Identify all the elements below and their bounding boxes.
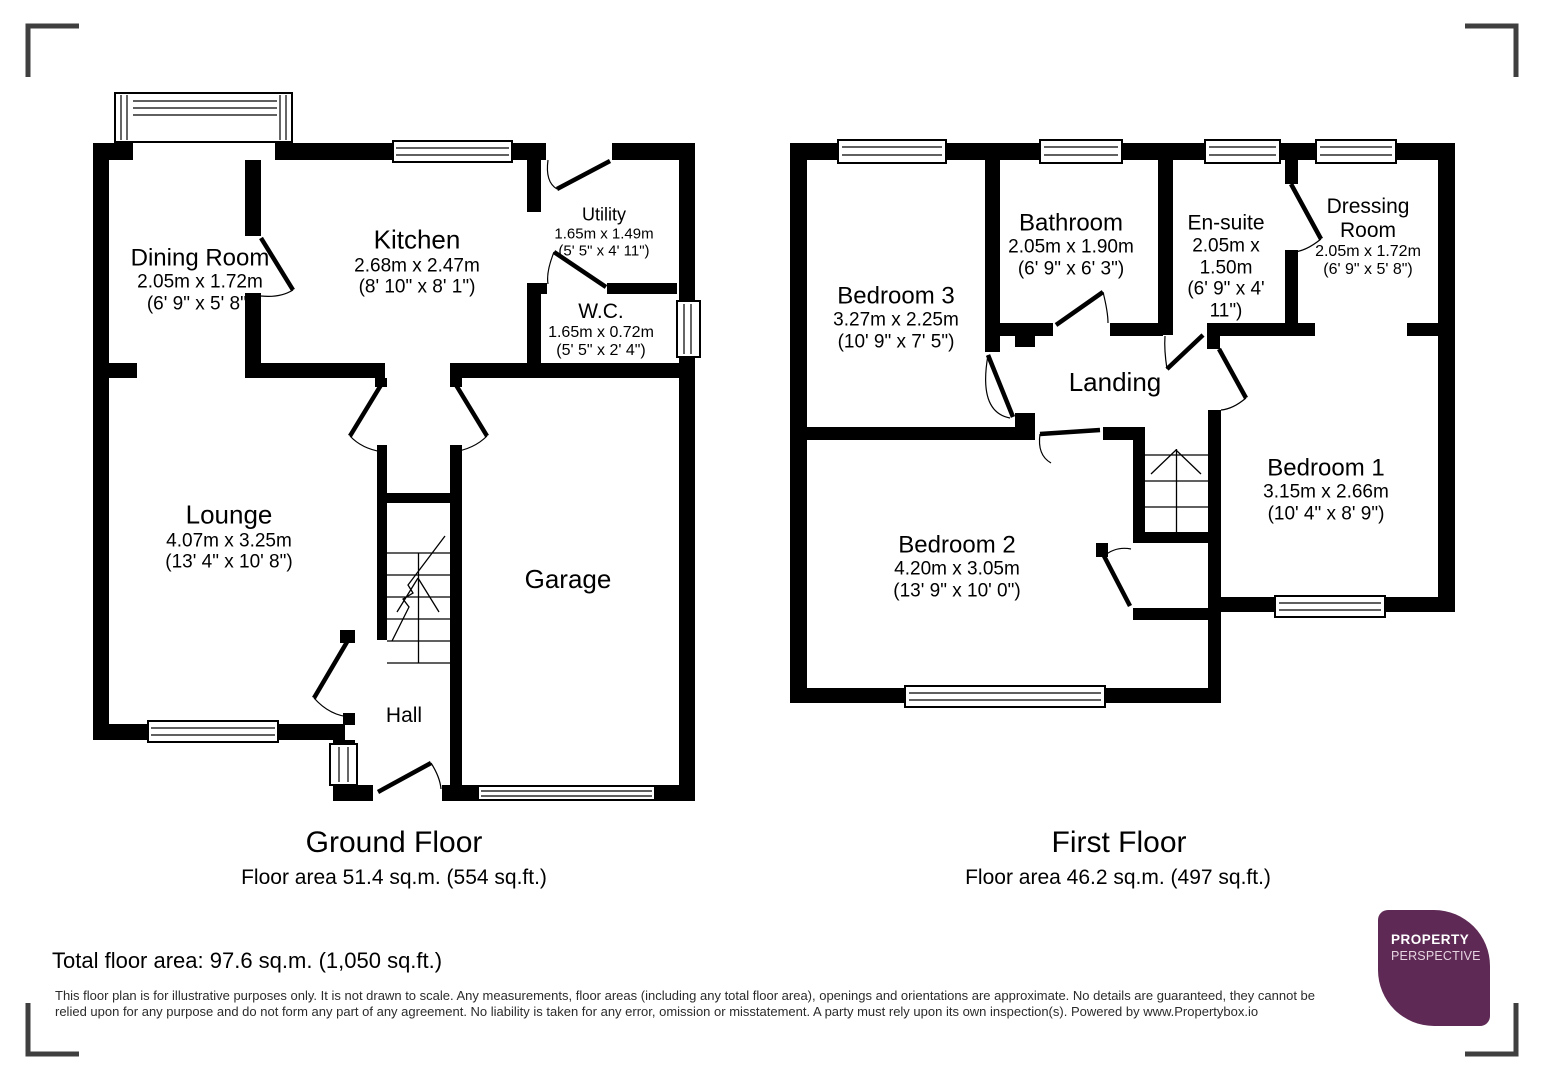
room-name: Dining Room (130, 244, 270, 272)
room-dims-imperial: (8' 10" x 8' 1") (358, 276, 476, 298)
first-floor-stairs (1145, 449, 1208, 532)
room-label-wc: W.C. 1.65m x 0.72m (5' 5" x 2' 4") (536, 300, 666, 360)
room-label-bedroom1: Bedroom 1 3.15m x 2.66m (10' 4" x 8' 9") (1226, 455, 1426, 526)
lounge-door-icon (312, 640, 352, 718)
room-dims-metric: 3.27m x 2.25m (833, 310, 959, 332)
first-floor-area: Floor area 46.2 sq.m. (497 sq.ft.) (965, 866, 1271, 889)
room-name: Bedroom 3 (837, 282, 955, 310)
bathroom-door-icon (1054, 290, 1109, 327)
first-floor-doors (985, 182, 1323, 608)
corner-marks-icon (25, 23, 1519, 1057)
room-dims-metric: 3.15m x 2.66m (1263, 482, 1389, 504)
ensuite-door-icon (1164, 333, 1205, 371)
room-label-dining: Dining Room 2.05m x 1.72m (6' 9" x 5' 8"… (100, 245, 300, 316)
room-label-lounge: Lounge 4.07m x 3.25m (13' 4" x 10' 8") (119, 499, 339, 574)
room-dims-imperial: (10' 4" x 8' 9") (1267, 503, 1385, 525)
ground-floor-doors (259, 159, 612, 794)
ensuite-window (1204, 139, 1281, 164)
room-label-dressing: Dressing Room 2.05m x 1.72m (6' 9" x 5' … (1309, 195, 1427, 279)
room-label-utility: Utility 1.65m x 1.49m (5' 5" x 4' 11") (544, 205, 664, 260)
front-door-icon (376, 761, 442, 794)
room-name: Hall (385, 704, 423, 728)
logo-line1: PROPERTY (1391, 932, 1470, 947)
room-dims-metric: 2.05m x 1.90m (1008, 237, 1134, 259)
ground-floor-area: Floor area 51.4 sq.m. (554 sq.ft.) (241, 866, 547, 889)
dressing-window (1315, 139, 1397, 164)
room-label-ensuite: En-suite 2.05m x 1.50m (6' 9" x 4' 11") (1179, 212, 1274, 323)
room-dims-imperial: (6' 9" x 5' 8") (146, 293, 254, 315)
room-dims-metric: 2.05m x 1.50m (1192, 235, 1260, 279)
room-name: W.C. (578, 299, 624, 323)
room-dims-metric: 2.05m x 1.72m (137, 272, 263, 294)
room-label-bathroom: Bathroom 2.05m x 1.90m (6' 9" x 6' 3") (991, 210, 1151, 281)
room-label-garage: Garage (493, 565, 643, 595)
bedroom2-door-icon (1038, 427, 1101, 464)
room-name: Kitchen (373, 224, 461, 255)
bedroom1-door-icon (1217, 347, 1248, 411)
kitchen-window (392, 140, 513, 163)
room-label-hall: Hall (354, 704, 454, 728)
room-dims-metric: 2.05m x 1.72m (1315, 242, 1421, 260)
room-name: Bathroom (1018, 209, 1124, 237)
wc-window (676, 300, 701, 358)
first-floor-title: First Floor (1051, 826, 1187, 859)
logo-line2: PERSPECTIVE (1391, 949, 1481, 963)
room-dims-imperial: (5' 5" x 2' 4") (556, 341, 646, 359)
room-dims-imperial: (6' 9" x 4' 11") (1187, 278, 1265, 322)
bathroom-window (1039, 139, 1123, 164)
bedroom3-door-icon (985, 354, 1016, 419)
understairs-door-icon (1102, 547, 1132, 608)
room-label-kitchen: Kitchen 2.68m x 2.47m (8' 10" x 8' 1") (312, 224, 522, 299)
french-doors-icon (348, 383, 489, 453)
room-dims-imperial: (6' 9" x 6' 3") (1017, 258, 1125, 280)
bedroom3-window (837, 139, 947, 164)
room-name: Bedroom 2 (898, 531, 1016, 559)
room-dims-imperial: (13' 9" x 10' 0") (893, 580, 1021, 602)
wc-door-icon (547, 250, 608, 289)
bedroom1-window (1274, 595, 1386, 618)
room-dims-imperial: (10' 9" x 7' 5") (837, 331, 955, 353)
property-perspective-logo: PROPERTY PERSPECTIVE (1378, 910, 1490, 1026)
room-name: Utility (582, 204, 626, 225)
disclaimer-text: This floor plan is for illustrative purp… (55, 988, 1316, 1019)
lounge-window (147, 720, 279, 743)
room-name: Dressing Room (1326, 194, 1410, 242)
room-name: Lounge (185, 499, 273, 530)
ground-floor-walls (93, 143, 695, 801)
hall-side-window (329, 743, 358, 786)
room-dims-imperial: (5' 5" x 4' 11") (558, 242, 650, 260)
room-name: Landing (1068, 367, 1162, 398)
bay-window (114, 92, 293, 143)
room-dims-metric: 4.07m x 3.25m (166, 530, 292, 552)
room-label-bedroom2: Bedroom 2 4.20m x 3.05m (13' 9" x 10' 0"… (852, 532, 1062, 603)
room-name: En-suite (1187, 211, 1265, 235)
room-label-landing: Landing (1035, 368, 1195, 398)
first-floor-windows (837, 139, 1397, 708)
room-dims-metric: 2.68m x 2.47m (354, 255, 480, 277)
ground-floor-stairs (387, 535, 450, 664)
dressing-door-icon (1289, 182, 1323, 253)
room-dims-imperial: (6' 9" x 5' 8") (1323, 260, 1413, 278)
total-floor-area: Total floor area: 97.6 sq.m. (1,050 sq.f… (52, 948, 443, 973)
garage-door (477, 785, 656, 801)
ground-floor-title: Ground Floor (305, 826, 483, 859)
ground-floor-windows (114, 92, 701, 801)
room-dims-metric: 1.65m x 1.49m (554, 225, 654, 243)
first-floor-walls (790, 143, 1455, 703)
kitchen-door-icon (259, 236, 295, 297)
room-name: Bedroom 1 (1267, 454, 1385, 482)
room-dims-metric: 4.20m x 3.05m (894, 559, 1020, 581)
room-label-bedroom3: Bedroom 3 3.27m x 2.25m (10' 9" x 7' 5") (796, 283, 996, 354)
bedroom2-window (904, 685, 1106, 708)
utility-entry-door-icon (546, 159, 612, 191)
room-name: Garage (524, 564, 612, 595)
room-dims-imperial: (13' 4" x 10' 8") (165, 551, 293, 573)
room-dims-metric: 1.65m x 0.72m (548, 323, 654, 341)
